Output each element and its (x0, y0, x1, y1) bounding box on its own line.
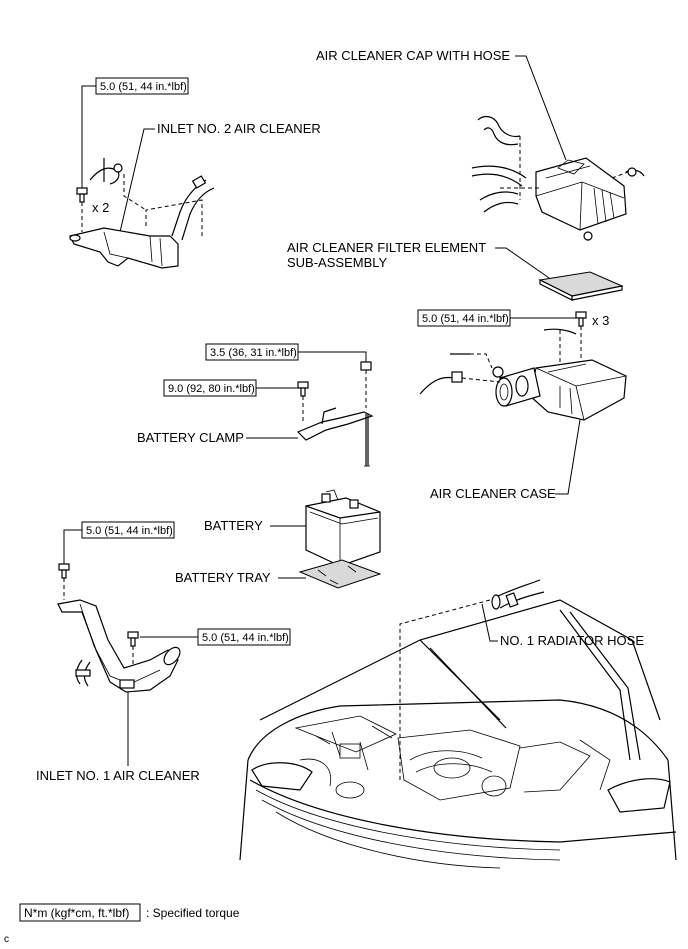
qty-inlet-no2: x 2 (92, 200, 109, 215)
label-filter-line1: AIR CLEANER FILTER ELEMENT (287, 240, 486, 255)
radiator-hose-group: NO. 1 RADIATOR HOSE (399, 579, 644, 780)
air-cleaner-cap-icon (535, 157, 627, 231)
leader-torque-inlet-no1-top (63, 529, 82, 564)
inlet-no1-duct-icon (57, 599, 179, 693)
battery-clamp-icon (296, 411, 374, 441)
air-cleaner-case-group: 5.0 (51, 44 in.*lbf) x 3 AIR CLEANER CAS… (417, 309, 627, 501)
label-radiator-hose: NO. 1 RADIATOR HOSE (500, 633, 644, 648)
label-inlet-no1: INLET NO. 1 AIR CLEANER (36, 768, 200, 783)
leader-radiator-hose (481, 603, 498, 642)
air-cleaner-cap-group: AIR CLEANER CAP WITH HOSE (316, 48, 645, 241)
air-cleaner-case-icon (529, 359, 627, 421)
legend-description: : Specified torque (146, 906, 240, 920)
bolt-icon (127, 631, 139, 647)
torque-case: 5.0 (51, 44 in.*lbf) (422, 313, 509, 325)
leader-torque-clamp-nut (298, 351, 367, 362)
leader-air-cleaner-cap (515, 55, 567, 161)
bolt-icon (575, 311, 587, 327)
bolt-icon (58, 563, 70, 579)
air-cleaner-filter-group: AIR CLEANER FILTER ELEMENT SUB-ASSEMBLY (287, 240, 624, 301)
inlet-no2-air-cleaner-group: 5.0 (51, 44 in.*lbf) x 2 INLET NO. 2 AIR… (69, 77, 321, 269)
label-air-cleaner-cap: AIR CLEANER CAP WITH HOSE (316, 48, 510, 63)
label-battery-clamp: BATTERY CLAMP (137, 430, 244, 445)
label-inlet-no2: INLET NO. 2 AIR CLEANER (157, 121, 321, 136)
torque-inlet-no1-top: 5.0 (51, 44 in.*lbf) (86, 525, 173, 537)
label-battery: BATTERY (204, 518, 263, 533)
legend-unit-text: N*m (kgf*cm, ft.*lbf) (24, 906, 129, 920)
leader-filter (495, 247, 553, 281)
vehicle-engine-bay-illustration (239, 599, 677, 869)
battery-tray-icon (298, 559, 382, 589)
corner-mark: c (4, 934, 9, 945)
torque-clamp-bolt: 9.0 (92, 80 in.*lbf) (168, 383, 255, 395)
leader-torque-inlet-no2 (81, 85, 96, 188)
bolt-icon (297, 381, 309, 397)
legend: N*m (kgf*cm, ft.*lbf) : Specified torque (19, 903, 240, 922)
torque-clamp-nut: 3.5 (36, 31 in.*lbf) (210, 347, 297, 359)
inlet-no1-air-cleaner-group: 5.0 (51, 44 in.*lbf) 5.0 (51, 44 in.*lbf… (36, 521, 291, 783)
legend-unit-box (19, 903, 141, 922)
torque-inlet-no2: 5.0 (51, 44 in.*lbf) (100, 81, 187, 93)
label-battery-tray: BATTERY TRAY (175, 570, 271, 585)
torque-inlet-no1-mid: 5.0 (51, 44 in.*lbf) (202, 632, 289, 644)
qty-case: x 3 (592, 313, 609, 328)
battery-clamp-group: 3.5 (36, 31 in.*lbf) 9.0 (92, 80 in.*lbf… (137, 343, 374, 467)
leader-inlet-no2 (119, 128, 155, 233)
label-air-cleaner-case: AIR CLEANER CASE (430, 486, 556, 501)
label-filter-line2: SUB-ASSEMBLY (287, 255, 388, 270)
leader-air-cleaner-case (555, 419, 581, 495)
battery-group: BATTERY BATTERY TRAY (175, 489, 382, 589)
bolt-icon (76, 187, 88, 203)
nut-icon (360, 361, 372, 371)
